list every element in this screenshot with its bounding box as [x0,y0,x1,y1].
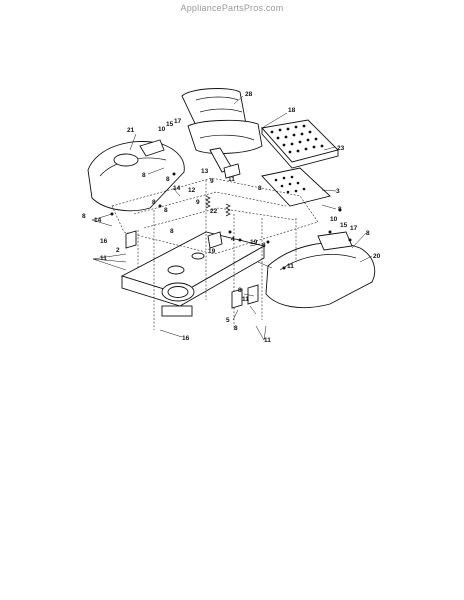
brackets [125,163,259,309]
callout-8: 8 [262,242,266,249]
callout-14: 14 [94,217,102,224]
callout-16: 16 [182,335,190,342]
callout-23: 23 [337,145,345,152]
callout-15: 15 [340,222,348,229]
callout-18: 18 [288,107,296,114]
callout-8: 8 [258,185,262,192]
callout-12: 12 [188,187,196,194]
callout-17: 17 [174,118,182,125]
callout-8: 8 [166,176,170,183]
callout-2: 2 [116,247,120,254]
callout-20: 20 [373,253,381,260]
leader-lines [91,95,373,341]
callout-8: 8 [164,207,168,214]
callout-8: 8 [82,213,86,220]
callout-11: 11 [287,263,294,270]
callout-11: 11 [264,337,271,344]
callout-14: 14 [173,185,181,192]
callout-3: 3 [336,188,340,195]
callout-13: 13 [201,168,209,175]
callout-9: 9 [196,199,200,206]
callout-28: 28 [245,91,253,98]
callout-17: 17 [350,225,358,232]
callout-19: 19 [208,248,216,255]
callout-labels: 28 18 21 10 15 17 23 8 13 8 14 9 11 8 12… [82,91,381,344]
right-fender [265,231,376,309]
callout-8: 8 [142,172,146,179]
watermark: AppliancePartsPros.com [180,3,284,13]
floor-pad [261,167,331,207]
callout-5: 5 [226,317,230,324]
callout-16: 16 [100,238,108,245]
callout-19: 19 [250,239,258,246]
callout-8: 8 [366,230,370,237]
callout-8: 8 [234,325,238,332]
callout-8: 8 [152,199,156,206]
left-fender [87,139,185,212]
foot-plate [261,119,339,169]
callout-11: 11 [228,176,235,183]
callout-11: 11 [242,296,249,303]
callout-10: 10 [158,126,166,133]
callout-22: 22 [210,208,218,215]
callout-8: 8 [338,206,342,213]
callout-10: 10 [330,216,338,223]
callout-21: 21 [127,127,135,134]
seat [181,88,263,173]
callout-4: 4 [231,236,235,243]
callout-8: 8 [238,287,242,294]
chassis-frame [120,231,266,317]
deck-plate-dashed [111,177,319,255]
callout-8: 8 [170,228,174,235]
callout-9: 9 [210,178,214,185]
fasteners [110,172,352,270]
callout-11: 11 [100,255,107,262]
callout-15: 15 [166,121,174,128]
springs [205,195,231,217]
